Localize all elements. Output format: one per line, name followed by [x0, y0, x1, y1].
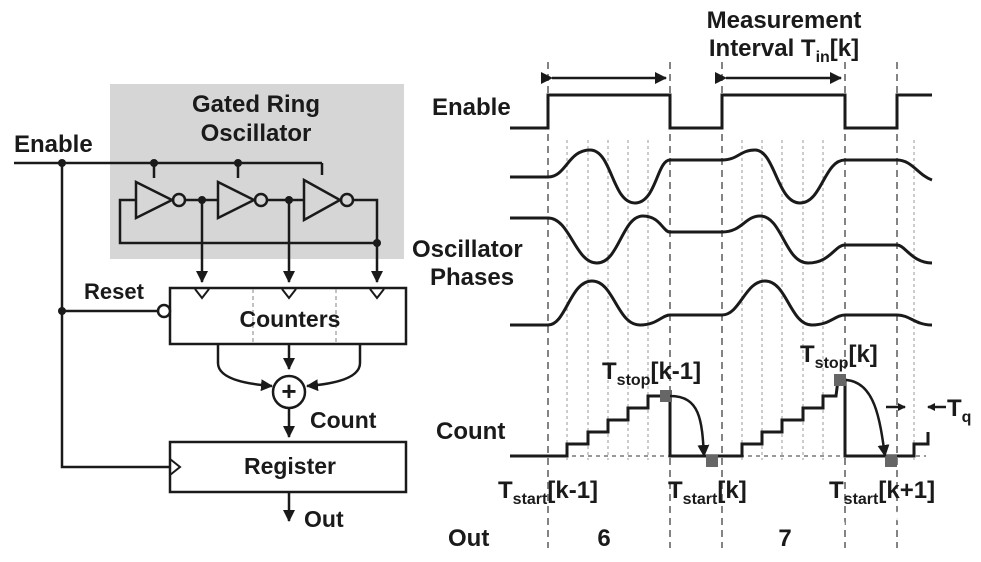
- tq-label: Tq: [947, 395, 971, 426]
- timing-count-label: Count: [436, 418, 505, 445]
- oscillator-phase-3-waveform: [510, 279, 933, 327]
- enable-waveform: [510, 93, 932, 130]
- counters-label: Counters: [240, 306, 341, 332]
- watermark: ADAS之眼: [813, 508, 944, 532]
- reset-label: Reset: [84, 279, 145, 304]
- adder-symbol: +: [281, 376, 296, 406]
- block-diagram: [14, 84, 408, 522]
- count-waveform: [510, 378, 930, 458]
- oscillator-box: [110, 84, 404, 259]
- t-start-next-label: Tstart[k+1]: [829, 477, 935, 508]
- register-clock-mark: [169, 458, 182, 476]
- oscillator-phase-1-waveform: [510, 148, 933, 205]
- reset-bubble: [156, 303, 172, 319]
- count-markers: [660, 374, 897, 467]
- t-stop-prev-label: Tstop[k-1]: [602, 358, 701, 389]
- junction-dots: [58, 159, 381, 315]
- register-label: Register: [244, 453, 336, 479]
- stop-to-start-arrow-2: [845, 378, 890, 457]
- enable-bus-wire: [60, 163, 170, 469]
- sum-input-1: [216, 344, 273, 392]
- t-start-prev-label: Tstart[k-1]: [498, 477, 598, 508]
- clock-mark-1: [194, 288, 210, 300]
- enable-label: Enable: [14, 131, 93, 158]
- clock-mark-3: [369, 288, 385, 300]
- oscillator-title-line2: Oscillator: [201, 120, 312, 147]
- timing-out-label: Out: [448, 525, 489, 552]
- counters-dividers: [252, 289, 337, 343]
- timing-diagram: [510, 62, 946, 548]
- ring-feedback-wire: [118, 198, 379, 245]
- measurement-line2: Interval Tin[k]: [709, 35, 859, 66]
- oscillator-title-line1: Gated Ring: [192, 91, 320, 118]
- out-value-curr: 7: [778, 525, 791, 552]
- edge-guides: [547, 62, 898, 548]
- sum-input-3: [306, 344, 362, 392]
- count-label: Count: [310, 407, 377, 433]
- phase-guides: [566, 140, 915, 460]
- clock-mark-2: [281, 288, 297, 300]
- oscillator-phase-2-waveform: [510, 214, 933, 265]
- t-stop-curr-label: Tstop[k]: [800, 341, 878, 372]
- watermark-text: ADAS之眼: [849, 508, 944, 532]
- out-label: Out: [304, 506, 344, 532]
- phases-line1: Oscillator: [412, 236, 523, 263]
- phases-line2: Phases: [430, 264, 514, 291]
- measurement-line1: Measurement: [707, 7, 862, 34]
- stop-to-start-arrow-1: [669, 394, 710, 457]
- out-value-prev: 6: [597, 525, 610, 552]
- wechat-icon: [813, 508, 845, 532]
- t-start-curr-label: Tstart[k]: [668, 477, 747, 508]
- timing-enable-label: Enable: [432, 94, 511, 121]
